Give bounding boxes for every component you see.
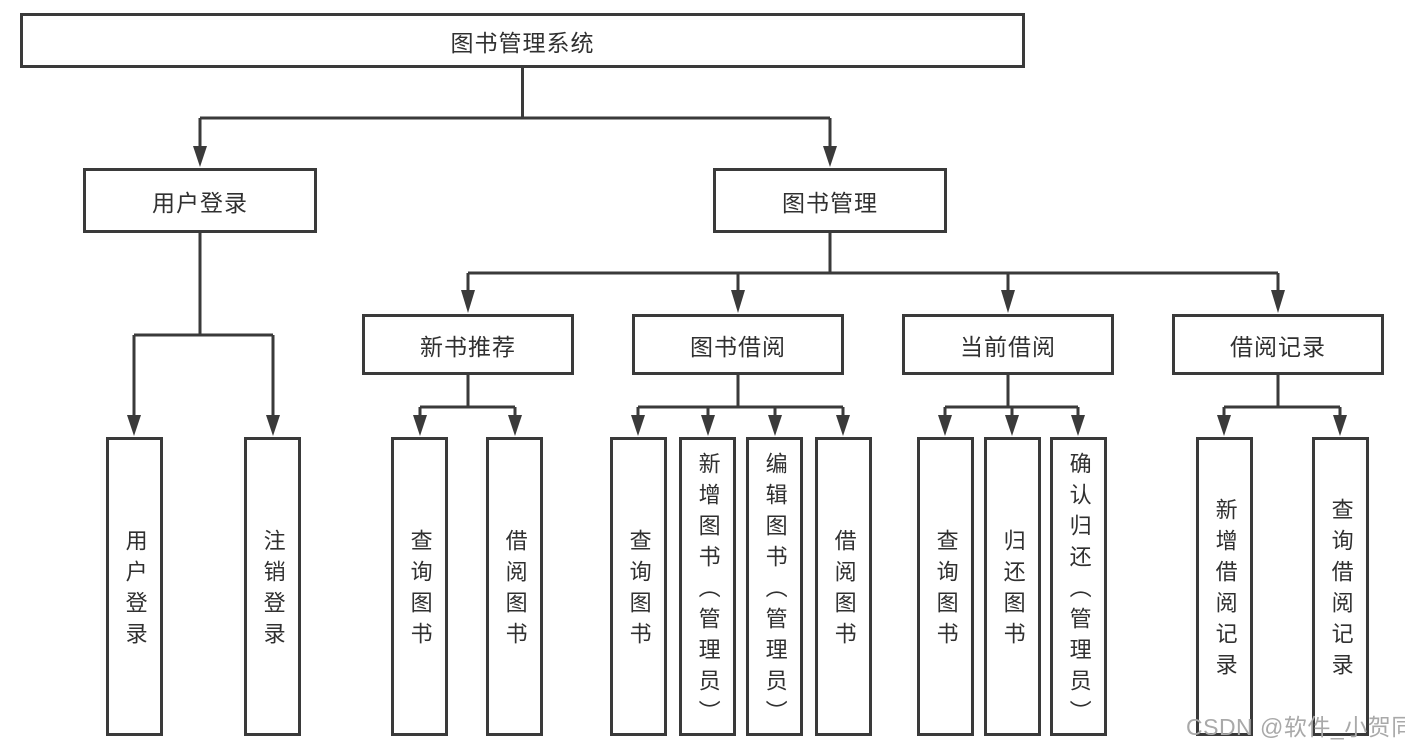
leaf-cb-query-book: 查询图书 — [917, 437, 974, 736]
arrow-head-icon — [508, 415, 522, 436]
arrow-head-icon — [1333, 415, 1347, 436]
connector-line — [636, 374, 845, 416]
leaf-rec-borrow-book: 借阅图书 — [486, 437, 543, 736]
leaf-bb-add-book-admin: 新增图书（管理员） — [679, 437, 736, 736]
leaf-cb-return-book-label: 归还图书 — [1000, 529, 1026, 653]
leaf-bb-edit-book-admin-label: 编辑图书（管理员） — [762, 451, 788, 731]
leaf-bb-edit-book-admin: 编辑图书（管理员） — [746, 437, 803, 736]
leaf-user-login-label: 用户登录 — [122, 529, 148, 653]
leaf-bb-borrow-book: 借阅图书 — [815, 437, 872, 736]
leaf-br-query-record: 查询借阅记录 — [1312, 437, 1369, 736]
leaf-logout-label: 注销登录 — [260, 529, 286, 653]
leaf-rec-query-book-label: 查询图书 — [407, 529, 433, 653]
leaf-cb-confirm-return-admin: 确认归还（管理员） — [1050, 437, 1107, 736]
connector-user-login-to-leaves — [127, 232, 280, 436]
node-current-borrow-label: 当前借阅 — [960, 333, 1056, 360]
node-root-system: 图书管理系统 — [20, 13, 1025, 68]
arrow-head-icon — [1271, 290, 1285, 313]
node-book-management: 图书管理 — [713, 168, 947, 233]
node-book-borrow: 图书借阅 — [632, 314, 844, 375]
arrow-head-icon — [127, 415, 141, 436]
node-user-login-label: 用户登录 — [152, 189, 248, 216]
leaf-logout: 注销登录 — [244, 437, 301, 736]
arrow-head-icon — [768, 415, 782, 436]
connector-line — [132, 232, 275, 416]
connector-root-to-level2 — [193, 68, 837, 167]
node-book-borrow-label: 图书借阅 — [690, 333, 786, 360]
node-borrow-record-label: 借阅记录 — [1230, 333, 1326, 360]
connector-line — [198, 68, 832, 147]
connector-borrow-record-to-leaves — [1217, 374, 1347, 436]
leaf-cb-confirm-return-admin-label: 确认归还（管理员） — [1066, 451, 1092, 731]
leaf-rec-query-book: 查询图书 — [391, 437, 448, 736]
node-new-book-recommend-label: 新书推荐 — [420, 333, 516, 360]
arrow-head-icon — [731, 290, 745, 313]
arrow-head-icon — [701, 415, 715, 436]
leaf-bb-borrow-book-label: 借阅图书 — [831, 529, 857, 653]
arrow-head-icon — [1217, 415, 1231, 436]
node-book-management-label: 图书管理 — [782, 189, 878, 216]
connector-line — [1222, 374, 1342, 416]
leaf-rec-borrow-book-label: 借阅图书 — [502, 529, 528, 653]
connector-current-borrow-to-leaves — [938, 374, 1085, 436]
csdn-watermark: CSDN @软件_小贺同学 — [1186, 714, 1405, 740]
leaf-bb-query-book-label: 查询图书 — [626, 529, 652, 653]
leaf-br-add-record-label: 新增借阅记录 — [1212, 498, 1238, 684]
arrow-head-icon — [461, 290, 475, 313]
arrow-head-icon — [1005, 415, 1019, 436]
arrow-head-icon — [823, 146, 837, 167]
leaf-cb-query-book-label: 查询图书 — [933, 529, 959, 653]
connector-line — [466, 232, 1280, 291]
leaf-br-query-record-label: 查询借阅记录 — [1328, 498, 1354, 684]
connector-new-book-rec-to-leaves — [413, 374, 522, 436]
node-user-login: 用户登录 — [83, 168, 317, 233]
leaf-bb-query-book: 查询图书 — [610, 437, 667, 736]
node-borrow-record: 借阅记录 — [1172, 314, 1384, 375]
arrow-head-icon — [938, 415, 952, 436]
connector-book-mgmt-to-level3 — [461, 232, 1285, 313]
node-new-book-recommend: 新书推荐 — [362, 314, 574, 375]
arrow-head-icon — [1001, 290, 1015, 313]
arrow-head-icon — [631, 415, 645, 436]
connector-book-borrow-to-leaves — [631, 374, 850, 436]
leaf-user-login: 用户登录 — [106, 437, 163, 736]
node-root-label: 图书管理系统 — [450, 29, 595, 56]
leaf-bb-add-book-admin-label: 新增图书（管理员） — [695, 451, 721, 731]
arrow-head-icon — [836, 415, 850, 436]
arrow-head-icon — [413, 415, 427, 436]
connector-line — [943, 374, 1080, 416]
arrow-head-icon — [1071, 415, 1085, 436]
node-current-borrow: 当前借阅 — [902, 314, 1114, 375]
leaf-cb-return-book: 归还图书 — [984, 437, 1041, 736]
arrow-head-icon — [266, 415, 280, 436]
leaf-br-add-record: 新增借阅记录 — [1196, 437, 1253, 736]
connector-line — [418, 374, 517, 416]
arrow-head-icon — [193, 146, 207, 167]
